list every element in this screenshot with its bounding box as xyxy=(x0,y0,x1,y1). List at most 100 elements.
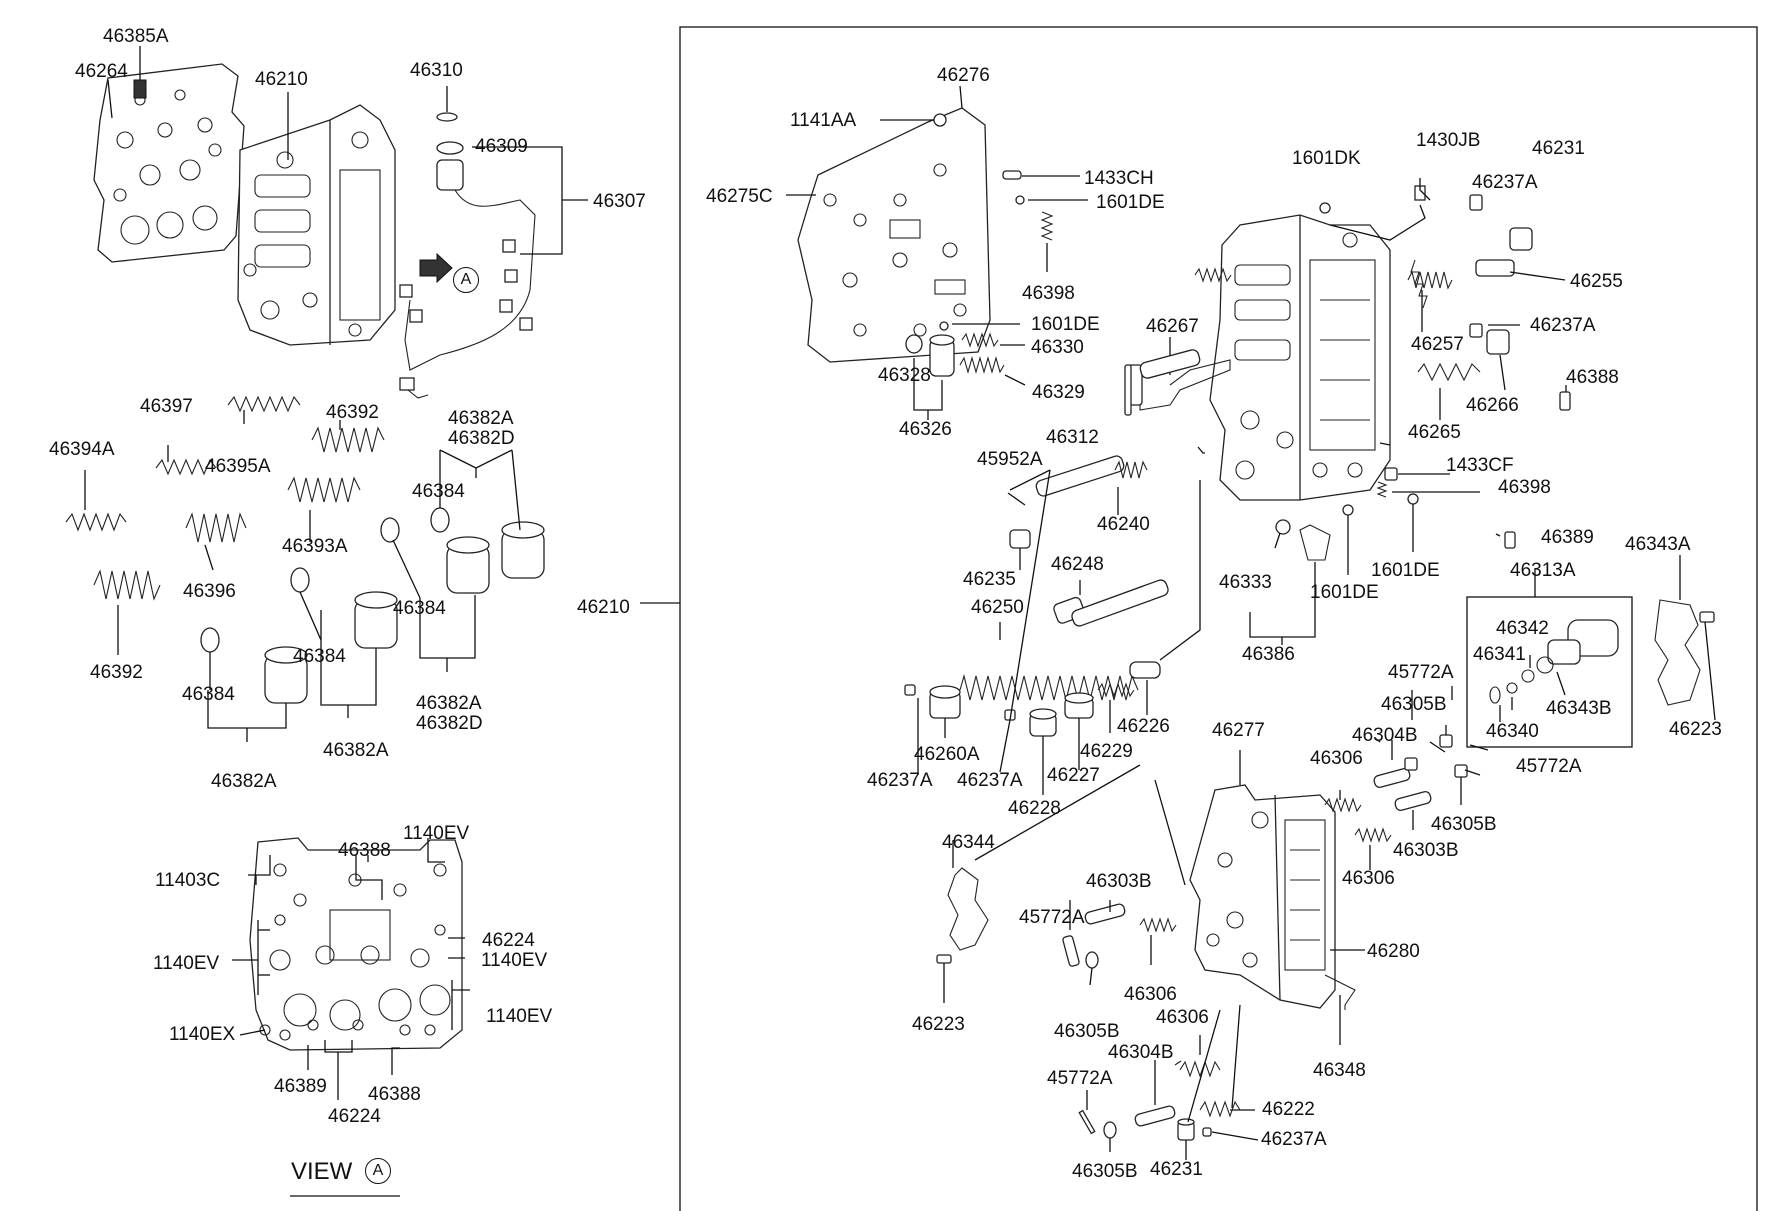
callout-46229: 46229 xyxy=(1080,741,1133,762)
callout-46255: 46255 xyxy=(1570,271,1623,292)
separator-plate-46264 xyxy=(93,63,245,263)
callout-46382A-c: 46382A xyxy=(323,740,389,761)
callout-46396: 46396 xyxy=(183,581,236,602)
callout-46343A: 46343A xyxy=(1625,534,1691,555)
callout-46340: 46340 xyxy=(1486,721,1539,742)
callout-46305B-c: 46305B xyxy=(1054,1021,1120,1042)
callout-46260A: 46260A xyxy=(914,744,980,765)
callout-46382A-a: 46382A xyxy=(448,408,514,429)
callout-46392-b: 46392 xyxy=(90,662,143,683)
callout-46224-b: 46224 xyxy=(328,1106,381,1127)
callout-46397: 46397 xyxy=(140,396,193,417)
callout-46328: 46328 xyxy=(878,365,931,386)
callout-46210: 46210 xyxy=(255,69,308,90)
callout-46306-d: 46306 xyxy=(1156,1007,1209,1028)
callout-1433CH: 1433CH xyxy=(1084,168,1154,189)
callout-46343B: 46343B xyxy=(1546,698,1612,719)
callout-46277: 46277 xyxy=(1212,720,1265,741)
callout-46342: 46342 xyxy=(1496,618,1549,639)
callout-46382A-d: 46382A xyxy=(211,771,277,792)
view-a-marker: A xyxy=(453,267,479,293)
callout-1601DE-b: 1601DE xyxy=(1031,314,1100,335)
callout-46275C: 46275C xyxy=(706,186,773,207)
callout-45772A-c: 45772A xyxy=(1019,907,1085,928)
callout-46305B-d: 46305B xyxy=(1072,1161,1138,1182)
callout-46237A-b: 46237A xyxy=(1530,315,1596,336)
callout-46305B-a: 46305B xyxy=(1381,694,1447,715)
callout-46231-b: 46231 xyxy=(1150,1159,1203,1180)
clip-46385A xyxy=(133,79,147,99)
callout-46276: 46276 xyxy=(937,65,990,86)
lower-center-parts xyxy=(1062,900,1259,1160)
callout-46309: 46309 xyxy=(475,136,528,157)
callout-46330: 46330 xyxy=(1031,337,1084,358)
callout-46389-a: 46389 xyxy=(274,1076,327,1097)
view-a-circle: A xyxy=(365,1158,391,1184)
callout-1141AA: 1141AA xyxy=(790,110,857,131)
callout-46388-b: 46388 xyxy=(368,1084,421,1105)
main-assembly-frame xyxy=(679,26,1758,1211)
callout-1140EX: 1140EX xyxy=(169,1024,236,1045)
callout-45772A-a: 45772A xyxy=(1388,662,1454,683)
callout-1601DE-c: 1601DE xyxy=(1310,582,1379,603)
callout-46386: 46386 xyxy=(1242,644,1295,665)
separator-plate-46275C xyxy=(797,107,991,363)
callout-1140EV-b: 1140EV xyxy=(481,950,548,971)
callout-46394A: 46394A xyxy=(49,439,115,460)
callout-46267: 46267 xyxy=(1146,316,1199,337)
callout-46248: 46248 xyxy=(1051,554,1104,575)
valve-body-46210 xyxy=(237,104,396,346)
callout-46348: 46348 xyxy=(1313,1060,1366,1081)
callout-46210-main: 46210 xyxy=(577,597,630,618)
callout-46398-b: 46398 xyxy=(1498,477,1551,498)
callout-1430JB: 1430JB xyxy=(1416,130,1481,151)
callout-46310: 46310 xyxy=(410,60,463,81)
callout-46333: 46333 xyxy=(1219,572,1272,593)
callout-46264: 46264 xyxy=(75,61,128,82)
callout-46382A-b: 46382A xyxy=(416,693,482,714)
springs-left xyxy=(65,395,385,601)
view-a-title: VIEW xyxy=(291,1158,353,1185)
spool-46248 xyxy=(1053,579,1169,627)
callout-46266: 46266 xyxy=(1466,395,1519,416)
gasket-46344 xyxy=(947,867,989,951)
callout-1433CF: 1433CF xyxy=(1446,455,1514,476)
callout-46306-c: 46306 xyxy=(1124,984,1177,1005)
callout-46384-c: 46384 xyxy=(293,646,346,667)
piston-groups-46382A xyxy=(200,507,545,704)
callout-46222: 46222 xyxy=(1262,1099,1315,1120)
callout-46265: 46265 xyxy=(1408,422,1461,443)
callout-46224-a: 46224 xyxy=(482,930,535,951)
callout-46237A-a: 46237A xyxy=(1472,172,1538,193)
callout-46237A-c: 46237A xyxy=(867,770,933,791)
callout-46384-d: 46384 xyxy=(182,684,235,705)
lower-valve-body-46277 xyxy=(1189,784,1336,1009)
callout-46312: 46312 xyxy=(1046,427,1099,448)
callout-46305B-b: 46305B xyxy=(1431,814,1497,835)
callout-46341: 46341 xyxy=(1473,644,1526,665)
view-arrow-icon xyxy=(419,252,453,284)
callout-1140EV-c: 1140EV xyxy=(153,953,220,974)
callout-46313A: 46313A xyxy=(1510,560,1576,581)
callout-46235: 46235 xyxy=(963,569,1016,590)
callout-46223-b: 46223 xyxy=(912,1014,965,1035)
callout-46384-a: 46384 xyxy=(412,481,465,502)
callout-46388-a: 46388 xyxy=(338,840,391,861)
callout-46237A-d: 46237A xyxy=(957,770,1023,791)
callout-46306-b: 46306 xyxy=(1342,868,1395,889)
callout-1140EV-a: 1140EV xyxy=(403,823,470,844)
callout-46388-c: 46388 xyxy=(1566,367,1619,388)
callout-1601DK: 1601DK xyxy=(1292,148,1361,169)
callout-46382D-a: 46382D xyxy=(448,428,515,449)
callout-46392-a: 46392 xyxy=(326,402,379,423)
callout-1140EV-d: 1140EV xyxy=(486,1006,553,1027)
callout-45772A-d: 45772A xyxy=(1047,1068,1113,1089)
callout-46228: 46228 xyxy=(1008,798,1061,819)
valve-body-46210-main xyxy=(1209,214,1391,501)
callout-45952A: 45952A xyxy=(977,449,1043,470)
callout-46384-b: 46384 xyxy=(393,598,446,619)
callout-46226: 46226 xyxy=(1117,716,1170,737)
callout-46250: 46250 xyxy=(971,597,1024,618)
callout-46398-a: 46398 xyxy=(1022,283,1075,304)
callout-46223-a: 46223 xyxy=(1669,719,1722,740)
